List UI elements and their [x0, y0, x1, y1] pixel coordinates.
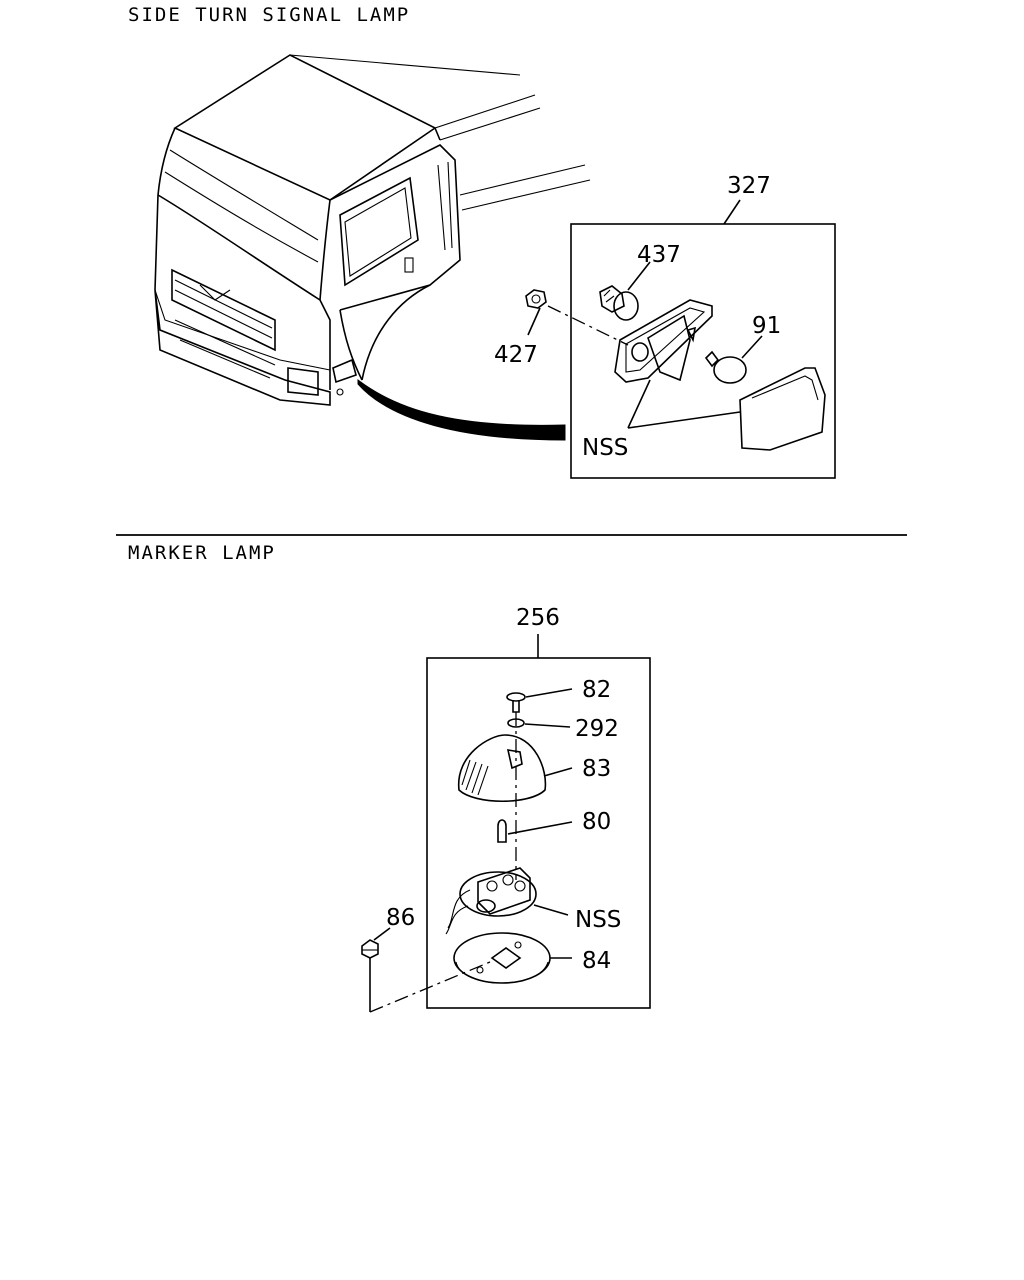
- callout-327: 327: [727, 173, 771, 199]
- socket-437-leader: [627, 261, 651, 291]
- callout-82: 82: [582, 677, 611, 703]
- callout-427: 427: [494, 342, 538, 368]
- screw-82-part: [506, 692, 526, 713]
- side-lamp-cover-part: [739, 367, 826, 451]
- bulb-91-part: [704, 350, 747, 384]
- callout-91: 91: [752, 313, 781, 339]
- lens-83-part: [458, 734, 547, 803]
- callout-256: 256: [516, 605, 560, 631]
- side-turn-assembly-box: [570, 223, 836, 479]
- side-lamp-housing-part: [614, 299, 713, 383]
- nut-mount-centerline: [547, 305, 629, 346]
- bulb-80-part: [497, 819, 507, 843]
- truck-cab-illustration: [154, 54, 591, 406]
- bulb-socket-437-part: [599, 285, 639, 321]
- screw-82-leader: [525, 688, 573, 698]
- callout-83: 83: [582, 756, 611, 782]
- nut-86-part: [361, 939, 379, 959]
- callout-nss-side: NSS: [582, 435, 628, 461]
- callout-86: 86: [386, 905, 415, 931]
- section-title-side-turn-signal-lamp: SIDE TURN SIGNAL LAMP: [128, 4, 411, 26]
- lens-83-leader: [543, 767, 573, 777]
- nut-86-leader: [373, 927, 391, 941]
- bulb-91-leader: [741, 335, 763, 359]
- lamp-base-part: [445, 867, 537, 935]
- callout-nss-marker: NSS: [575, 907, 621, 933]
- lamp-location-leader: [357, 378, 566, 441]
- nut-86-centerline: [369, 961, 491, 1013]
- bulb-80-leader: [507, 821, 573, 835]
- marker-assembly-box: [426, 657, 651, 1009]
- callout-437: 437: [637, 242, 681, 268]
- assembly-327-leader: [723, 199, 741, 225]
- section-title-marker-lamp: MARKER LAMP: [128, 542, 276, 564]
- nut-427-part: [525, 289, 547, 309]
- washer-292-leader: [524, 723, 571, 728]
- callout-292: 292: [575, 716, 619, 742]
- nut-427-leader: [527, 307, 541, 336]
- nss-side-leaders: [627, 379, 741, 429]
- nss-marker-leader: [533, 904, 569, 916]
- gasket-84-part: [453, 932, 551, 984]
- callout-80: 80: [582, 809, 611, 835]
- callout-84: 84: [582, 948, 611, 974]
